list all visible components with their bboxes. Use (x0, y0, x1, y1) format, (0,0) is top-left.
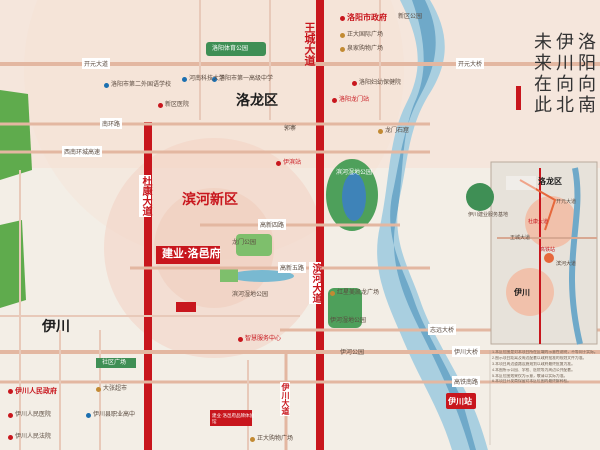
poem-col2: 伊川向北 (553, 32, 574, 116)
temple-icon (378, 128, 383, 134)
road-yichuan-ave: 伊川大道 (280, 382, 290, 416)
road-xinan-ring: 西南环城高速 (62, 146, 103, 157)
inset-kaiyuan: 开元大道 (556, 199, 577, 205)
shopping-icon (250, 436, 255, 442)
poi-henan-tech[interactable]: 河南科技大学 (182, 76, 225, 82)
school-icon (104, 82, 109, 88)
poi-yichuan-court[interactable]: 伊川人民法院 (8, 434, 51, 440)
district-yichuan: 伊川 (42, 318, 70, 334)
road-dukang: 杜康大道 (139, 175, 151, 217)
road-gaoxin4: 高新四路 (258, 219, 287, 230)
road-zhiyuan-bridge: 志远大桥 (428, 324, 457, 335)
shopping-icon (340, 46, 345, 52)
road-yichuan-bridge: 伊川大桥 (452, 346, 481, 357)
train-icon (276, 160, 281, 166)
poi-women-hospital[interactable]: 洛阳妇幼保健院 (352, 80, 401, 86)
court-icon (8, 434, 13, 440)
star-icon (8, 389, 13, 394)
district-binhe: 滨河新区 (182, 191, 238, 207)
shopping-icon (330, 290, 335, 296)
road-nanhuan: 南环路 (100, 118, 123, 129)
note-line: 6.本项目开发商保留对本区位图的最终解释权。 (492, 379, 572, 384)
star-icon (340, 15, 345, 21)
poi-yichuan-station: 伊川站 (448, 397, 472, 406)
poi-no2-school[interactable]: 洛阳市第二外国语学校 (104, 82, 171, 88)
poi-city-gov[interactable]: 洛阳市政府 (340, 14, 387, 22)
poi-shegong: 社区广场 (102, 360, 127, 366)
poi-zhengquan[interactable]: 正大购物广场 (250, 436, 293, 442)
poi-yichuan-hospital[interactable]: 伊川人民医院 (8, 412, 51, 418)
inset-binhe: 滨河大道 (556, 261, 577, 267)
inset-wangcheng: 王城大道 (510, 235, 531, 241)
seal-stamp (516, 86, 521, 110)
road-gaoxin5: 高新五路 (278, 262, 307, 273)
star-icon (238, 336, 243, 342)
poem-col3: 未来在此 (531, 32, 552, 116)
hospital-icon (352, 80, 357, 86)
shopping-icon (96, 386, 101, 392)
shopping-icon (340, 32, 345, 38)
poi-zhengda[interactable]: 正大国际广场 (340, 32, 383, 38)
note-line: 1.本区位图是对本项目所在区域的示意性说明，不等同于实际。 (492, 350, 598, 354)
inset-luolong: 洛龙区 (538, 177, 562, 186)
poi-dadong[interactable]: 大张超市 (96, 386, 127, 392)
poi-xinqu-hospital[interactable]: 新区医院 (158, 102, 189, 108)
poi-luolong-gate[interactable]: 洛阳龙门站 (332, 97, 369, 103)
note-line: 2.图示项目距离及周边配套以政府批准的规划文件为准。 (492, 355, 587, 360)
project-service[interactable]: 智慧服务中心 (238, 336, 281, 342)
disclaimer-notes: 1.本区位图是对本项目所在区域的示意性说明，不等同于实际。 2.图示项目距离及周… (492, 350, 598, 385)
poi-yibin-station[interactable]: 伊滨站 (276, 160, 301, 166)
poi-xinqu-park[interactable]: 新区公园 (398, 14, 423, 20)
poi-hongjing[interactable]: 红星美凯龙广场 (330, 290, 379, 296)
hospital-icon (8, 412, 13, 418)
note-line: 5.本区位图效果仅为示意，敬请以实际为准。 (492, 373, 568, 378)
note-line: 3.本项目周边道路设施规划以政府最终批复为准。 (492, 361, 575, 366)
inset-yichuan: 伊川 (514, 288, 530, 297)
poi-binhe-park: 滨河湿地公园 (336, 170, 373, 176)
school-icon (86, 412, 91, 418)
note-line: 4.本图所示公园、学校、医院等为周边公共配套。 (492, 367, 575, 372)
poi-yichuan-gov[interactable]: 伊川人民政府 (8, 388, 57, 395)
road-wangcheng: 王城大道 (303, 22, 315, 66)
road-gaozhu: 高铁南路 (452, 376, 481, 387)
road-kaiyuan-left: 开元大道 (82, 58, 111, 69)
district-luolong: 洛龙区 (236, 92, 278, 108)
poi-longmen-park: 龙门公园 (232, 240, 257, 246)
poi-yichuan-tech[interactable]: 伊川县职业高中 (86, 412, 135, 418)
school-icon (212, 76, 217, 82)
poi-quanxin[interactable]: 泉家购物广场 (340, 46, 383, 52)
project-center: 建业·洛邑府品牌体验馆 (212, 413, 254, 424)
train-icon (332, 97, 337, 103)
poi-yihe-park: 伊河公园 (340, 350, 365, 356)
road-kaiyuan-right: 开元大桥 (456, 58, 485, 69)
road-binhe: 滨河大道 (309, 262, 321, 304)
poi-guowo: 郭寨 (284, 126, 297, 132)
poi-no1-high[interactable]: 洛阳市第一高级中学 (212, 76, 273, 82)
inset-gaotie: 高铁站 (540, 247, 556, 253)
poi-yichuan-fund: 伊川建业服务基地 (468, 212, 509, 218)
school-icon (182, 76, 187, 82)
poem-col1: 洛阳向南 (575, 32, 596, 116)
inset-dukang: 杜康大道 (528, 219, 549, 225)
poi-sports: 洛阳体育公园 (212, 46, 249, 52)
poi-longmen[interactable]: 龙门石窟 (378, 128, 409, 134)
project-name[interactable]: 建业·洛邑府 (162, 248, 221, 260)
poi-yi-park: 伊河湿地公园 (330, 318, 367, 324)
hospital-icon (158, 102, 163, 108)
poi-binhe-wetland: 滨河湿地公园 (232, 292, 269, 298)
